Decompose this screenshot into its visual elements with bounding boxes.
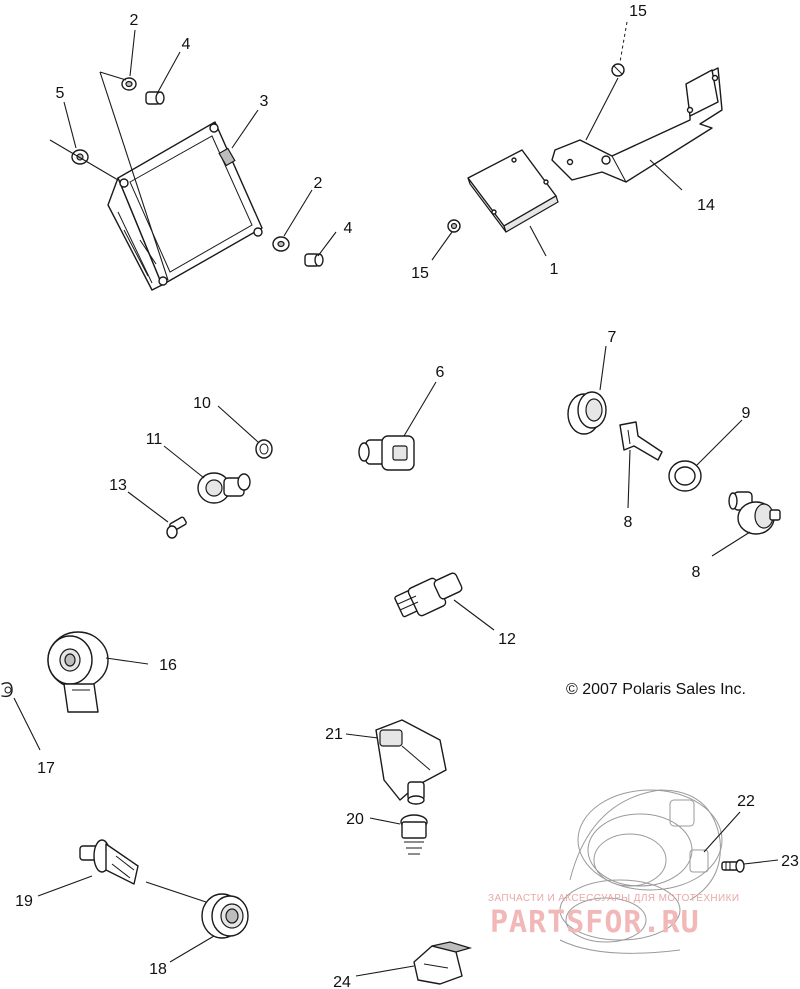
callout-8-clip: 8: [624, 514, 633, 531]
part-24-connector: [413, 941, 473, 985]
part-3-ecu-module: [107, 121, 263, 291]
callout-2-top: 2: [130, 12, 139, 29]
part-2-washer-top: [121, 77, 137, 91]
watermark-logo: PARTSFOR.RU: [490, 905, 700, 940]
callout-24: 24: [333, 974, 351, 989]
part-17-clip: [1, 682, 13, 698]
part-22-throttle-body: [559, 789, 723, 954]
part-2-washer-right: [272, 236, 290, 252]
callout-9: 9: [742, 405, 751, 422]
part-8-sensor-lower: [728, 491, 781, 535]
part-19-connector: [79, 839, 139, 885]
callout-8-sensor: 8: [692, 564, 701, 581]
callout-4-top: 4: [182, 36, 191, 53]
part-11-sensor: [197, 472, 251, 504]
part-18-bushing: [201, 893, 249, 939]
part-21-map-sensor: [375, 719, 447, 805]
callout-14: 14: [697, 197, 715, 214]
part-23-screw: [721, 859, 745, 873]
callout-16: 16: [159, 657, 177, 674]
callout-2-right: 2: [314, 175, 323, 192]
part-20-plug: [400, 814, 428, 855]
watermark-tagline: ЗАПЧАСТИ И АКСЕССУАРЫ ДЛЯ МОТОТЕХНИКИ: [488, 893, 740, 904]
callout-13: 13: [109, 477, 127, 494]
callout-12: 12: [498, 631, 516, 648]
part-12-temp-sensor: [394, 572, 463, 618]
callout-4-right: 4: [344, 220, 353, 237]
callout-23: 23: [781, 853, 799, 870]
part-9-ring: [668, 460, 702, 492]
part-15-fastener-top: [611, 63, 625, 77]
part-4-grommet-top: [145, 91, 165, 105]
part-15-fastener-left: [447, 219, 461, 233]
callout-15-top: 15: [629, 3, 647, 20]
callout-11: 11: [146, 431, 163, 448]
part-5-grommet: [71, 149, 89, 165]
part-6-sensor: [358, 435, 415, 471]
callout-3: 3: [260, 93, 269, 110]
callout-19: 19: [15, 893, 33, 910]
callout-17: 17: [37, 760, 55, 777]
callout-20: 20: [346, 811, 364, 828]
part-7-sensor-cap: [567, 391, 607, 435]
part-16-knock-sensor: [47, 631, 109, 713]
callout-18: 18: [149, 961, 167, 978]
callout-10: 10: [193, 395, 211, 412]
callout-6: 6: [436, 364, 445, 381]
callout-1: 1: [550, 261, 559, 278]
callout-7: 7: [608, 329, 617, 346]
callout-21: 21: [325, 726, 343, 743]
callout-15-left: 15: [411, 265, 429, 282]
part-8-clip: [619, 421, 663, 461]
copyright-notice: © 2007 Polaris Sales Inc.: [566, 681, 746, 698]
callout-5: 5: [56, 85, 65, 102]
part-10-o-ring: [255, 439, 273, 459]
callout-22: 22: [737, 793, 755, 810]
part-13-bolt: [166, 516, 187, 539]
part-4-grommet-right: [304, 253, 324, 267]
part-1-pad: [467, 149, 559, 233]
part-14-bracket: [551, 67, 723, 183]
